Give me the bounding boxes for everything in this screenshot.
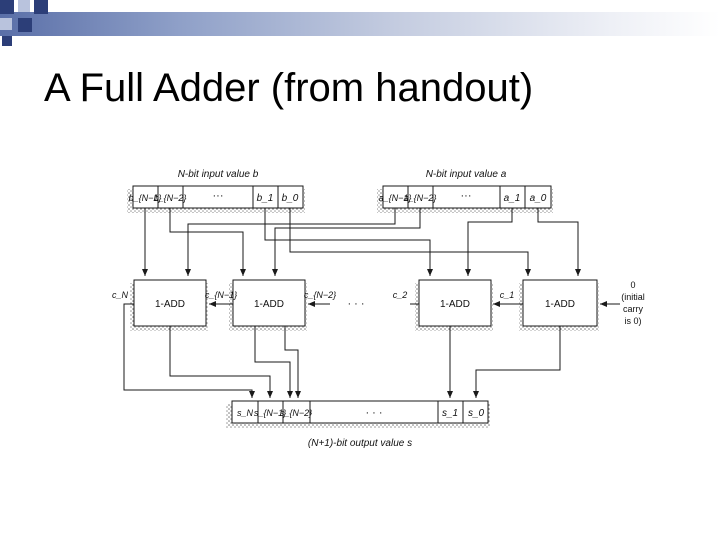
wire-b-n2 <box>169 208 246 276</box>
input-a-bit: a_0 <box>530 193 547 204</box>
output-register <box>231 400 489 424</box>
carry-label-cn2: c_{N−2} <box>304 290 336 300</box>
input-b-bit: b_0 <box>282 193 299 204</box>
adder-box <box>522 279 598 327</box>
carry-ellipsis: · · · <box>347 298 364 310</box>
carry-label-c1: c_1 <box>500 290 515 300</box>
input-a-register <box>382 185 552 209</box>
output-bit: · · · <box>365 407 382 419</box>
output-bit: s_1 <box>442 408 458 419</box>
adder-label: 1-ADD <box>254 299 284 310</box>
sum-wire-0 <box>473 326 561 398</box>
input-b-bit: b_{N−2} <box>154 193 187 203</box>
output-bit: s_0 <box>468 408 485 419</box>
initial-carry-note: (initial <box>621 292 645 302</box>
wire-a-0 <box>537 208 581 276</box>
input-b-bit: ··· <box>213 190 224 202</box>
deco-square-6 <box>2 36 12 46</box>
input-a-label: N-bit input value a <box>426 169 507 180</box>
carry-label-cn1: c_{N−1} <box>205 290 237 300</box>
deco-square-3 <box>34 0 48 14</box>
output-label: (N+1)-bit output value s <box>308 438 412 449</box>
wire-a-n1 <box>185 208 396 276</box>
adder-label: 1-ADD <box>155 299 185 310</box>
carry-cn-wire <box>123 303 255 398</box>
wire-a-1 <box>465 208 513 276</box>
title-bar-gradient <box>0 12 720 36</box>
input-a-bit: a_{N−2} <box>404 193 437 203</box>
wire-b-0 <box>289 208 531 276</box>
input-a-bit: a_1 <box>504 193 521 204</box>
input-a-bit: ··· <box>461 190 472 202</box>
adder-box <box>418 279 492 327</box>
sum-wire-n2-b <box>284 326 301 398</box>
adder-label: 1-ADD <box>440 299 470 310</box>
initial-carry-note: 0 <box>630 280 635 290</box>
initial-carry-note: carry <box>623 304 643 314</box>
input-b-bit: b_{N−1} <box>129 193 162 203</box>
input-b-bit: b_1 <box>257 193 274 204</box>
carry-label-cn: c_N <box>112 290 129 300</box>
adder-box <box>133 279 207 327</box>
initial-carry-note: is 0) <box>624 316 641 326</box>
adder-box <box>232 279 306 327</box>
adder-label: 1-ADD <box>545 299 575 310</box>
deco-square-5 <box>18 18 32 32</box>
input-b-register <box>132 185 304 209</box>
deco-square-1 <box>0 0 14 14</box>
deco-square-4 <box>0 18 12 30</box>
output-bit: s_N <box>237 408 254 418</box>
input-b-label: N-bit input value b <box>178 169 259 180</box>
sum-wire-n1 <box>169 326 273 398</box>
output-bit: s_{N−2} <box>280 408 312 418</box>
carry-label-c2: c_2 <box>393 290 408 300</box>
deco-square-2 <box>18 0 30 12</box>
slide-title: A Full Adder (from handout) <box>44 66 534 110</box>
input-a-bit: a_{N−1} <box>379 193 412 203</box>
output-bit: s_{N−1} <box>254 408 286 418</box>
sum-wire-n2-a <box>254 326 293 398</box>
wire-a-n2 <box>272 208 421 276</box>
